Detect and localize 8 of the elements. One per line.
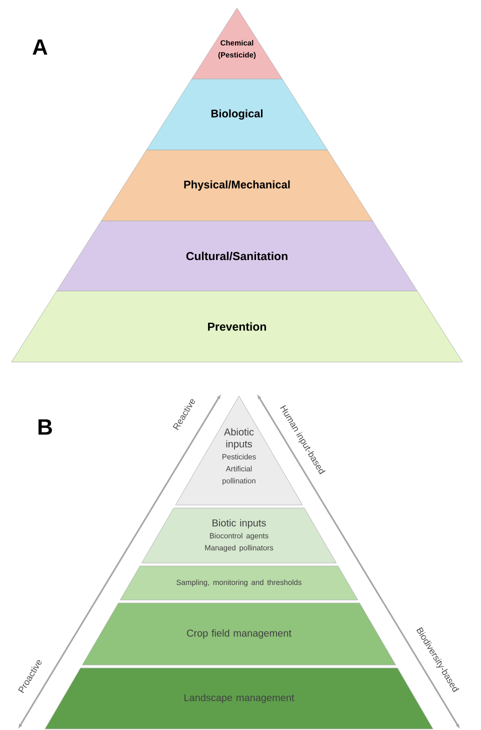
- panel-letter: A: [32, 39, 48, 55]
- pyramid-layer: Physical/Mechanical: [101, 150, 373, 222]
- pyramid-layer: Cultural/Sanitation: [56, 220, 418, 292]
- pyramid-layer: Landscape management: [44, 668, 434, 730]
- pyramid-layer: Crop field management: [82, 602, 396, 666]
- pyramid-layer: Biological: [146, 78, 328, 150]
- panel-letter: B: [38, 419, 52, 435]
- pyramid-layer: Prevention: [11, 290, 463, 362]
